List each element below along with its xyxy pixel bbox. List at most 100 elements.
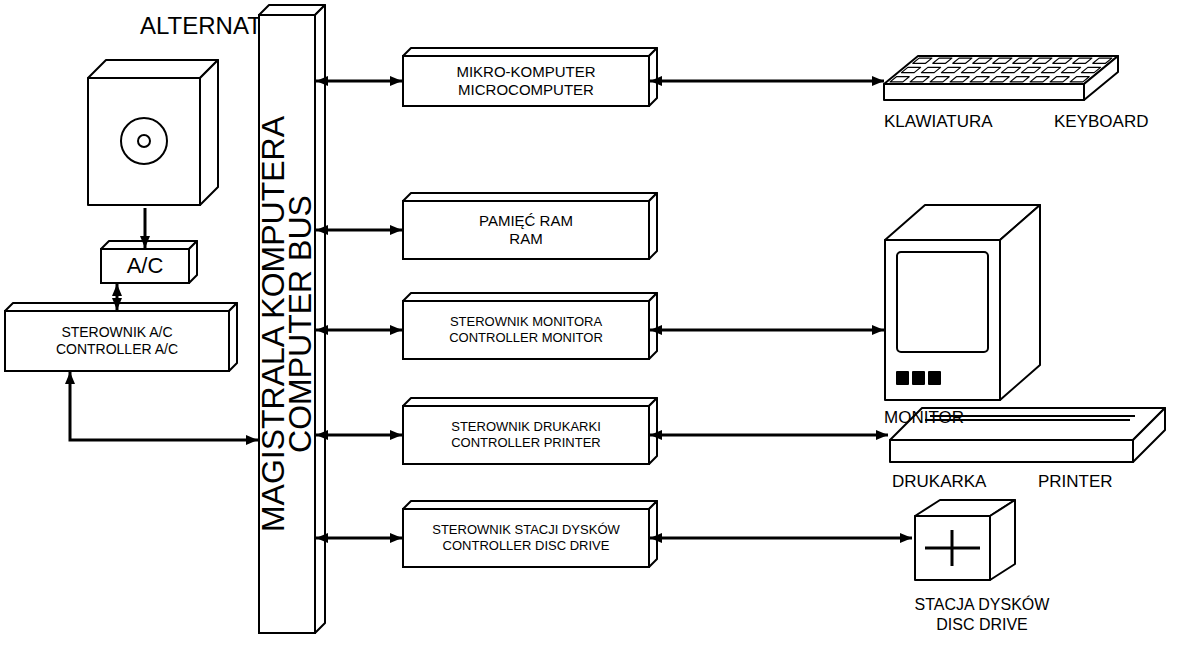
controller-box: STEROWNIK A/CCONTROLLER A/C: [4, 310, 230, 372]
controller-box: STEROWNIK DRUKARKICONTROLLER PRINTER: [402, 405, 650, 465]
keyboard-key: [993, 58, 1012, 63]
rotor-shaft: [138, 135, 150, 147]
monitor-front: [885, 240, 1000, 400]
box-depth-side: [229, 303, 237, 371]
keyboard-key: [953, 58, 972, 63]
box-label: PAMIĘĆ RAM: [479, 212, 573, 230]
keyboard-key: [913, 58, 932, 63]
cube-side: [200, 60, 218, 205]
box-label: RAM: [509, 230, 542, 248]
monitor-button: [929, 372, 940, 384]
disc-drive-drawing: [915, 500, 1015, 580]
connector-arrow: [144, 208, 147, 248]
device-label: DRUKARKA: [892, 472, 986, 492]
keyboard-key: [961, 67, 980, 72]
box-label: STEROWNIK STACJI DYSKÓW: [432, 522, 620, 538]
device-label: PRINTER: [1038, 472, 1113, 492]
box-label: CONTROLLER MONITOR: [449, 330, 603, 346]
connector-arrow: [70, 372, 258, 440]
keyboard-key: [1001, 67, 1020, 72]
bus-label-frame: MAGISTRALA KOMPUTERACOMPUTER BUS: [260, 16, 314, 632]
device-label: KEYBOARD: [1054, 112, 1148, 132]
keyboard-key: [1070, 77, 1089, 82]
connector-arrow: [316, 329, 402, 332]
disc-drive: STACJA DYSKÓW DISC DRIVE: [912, 500, 1062, 642]
printer-side: [1133, 408, 1165, 462]
cube-front: [88, 78, 200, 205]
keyboard-key: [1073, 58, 1092, 63]
keyboard-drawing: [884, 56, 1118, 100]
box-label: STEROWNIK DRUKARKI: [451, 419, 601, 435]
keyboard-key: [930, 77, 949, 82]
printer: DRUKARKA PRINTER: [888, 402, 1170, 498]
box-label: STEROWNIK MONITORA: [450, 314, 602, 330]
monitor-drawing: [885, 205, 1040, 400]
keyboard-key: [1033, 58, 1052, 63]
connector-arrow: [316, 229, 402, 232]
keyboard-key: [1053, 58, 1072, 63]
box-label: MICROCOMPUTER: [458, 81, 594, 99]
box-depth-side: [649, 48, 657, 106]
keyboard-key: [901, 67, 920, 72]
keyboard-key: [933, 58, 952, 63]
monitor-button: [897, 372, 908, 384]
keyboard-key: [1081, 67, 1100, 72]
rotor-ring: [121, 118, 167, 164]
box-label: CONTROLLER DISC DRIVE: [443, 538, 610, 554]
connector-arrow: [650, 80, 884, 83]
device-label: STACJA DYSKÓW: [912, 596, 1052, 614]
keyboard: KLAWIATURA KEYBOARD: [884, 50, 1184, 132]
keyboard-key: [910, 77, 929, 82]
connector-arrow: [316, 537, 402, 540]
box-label: MIKRO-KOMPUTER: [456, 63, 595, 81]
box-label: A/C: [127, 253, 164, 279]
drive-front: [915, 516, 990, 580]
connector-arrow: [650, 537, 912, 540]
drive-slot: [951, 530, 954, 566]
converter-box: A/C: [100, 248, 190, 284]
keyboard-key: [1010, 77, 1029, 82]
keyboard-key: [1050, 77, 1069, 82]
keyboard-key: [1021, 67, 1040, 72]
bus-bar: MAGISTRALA KOMPUTERACOMPUTER BUS: [258, 14, 316, 634]
box-depth-side: [649, 501, 657, 567]
process-box: MIKRO-KOMPUTERMICROCOMPUTER: [402, 55, 650, 107]
connector-arrow: [116, 284, 119, 310]
alternator-drawing: [88, 60, 218, 205]
box-label: CONTROLLER A/C: [56, 341, 178, 358]
controller-box: STEROWNIK STACJI DYSKÓWCONTROLLER DISC D…: [402, 508, 650, 568]
keyboard-key: [921, 67, 940, 72]
cube-top: [88, 60, 218, 78]
bus-label: COMPUTER BUS: [287, 195, 314, 453]
monitor-screen: [897, 252, 988, 352]
keyboard-top: [884, 56, 1118, 84]
printer-front: [890, 440, 1133, 462]
keyboard-key: [981, 67, 1000, 72]
device-label: MONITOR: [884, 408, 964, 428]
keyboard-key: [1041, 67, 1060, 72]
keyboard-front: [884, 84, 1084, 100]
memory-box: PAMIĘĆ RAMRAM: [402, 200, 650, 260]
keyboard-key: [990, 77, 1009, 82]
box-label: STEROWNIK A/C: [61, 324, 172, 341]
keyboard-key: [1030, 77, 1049, 82]
bus-label: MAGISTRALA KOMPUTERA: [260, 116, 287, 532]
connector-arrow: [650, 329, 884, 332]
box-depth-side: [649, 193, 657, 259]
device-label: DISC DRIVE: [912, 616, 1052, 634]
keyboard-key: [1061, 67, 1080, 72]
keyboard-key: [941, 67, 960, 72]
monitor: MONITOR: [884, 200, 1044, 432]
keyboard-key: [890, 77, 909, 82]
keyboard-key: [1013, 58, 1032, 63]
connector-arrow: [316, 434, 402, 437]
keyboard-side: [1084, 56, 1118, 100]
box-depth-side: [189, 241, 197, 283]
monitor-side: [1000, 205, 1040, 400]
device-label: KLAWIATURA: [884, 112, 993, 132]
keyboard-key: [950, 77, 969, 82]
box-depth-side: [649, 398, 657, 464]
monitor-button: [913, 372, 924, 384]
box-label: CONTROLLER PRINTER: [451, 435, 601, 451]
